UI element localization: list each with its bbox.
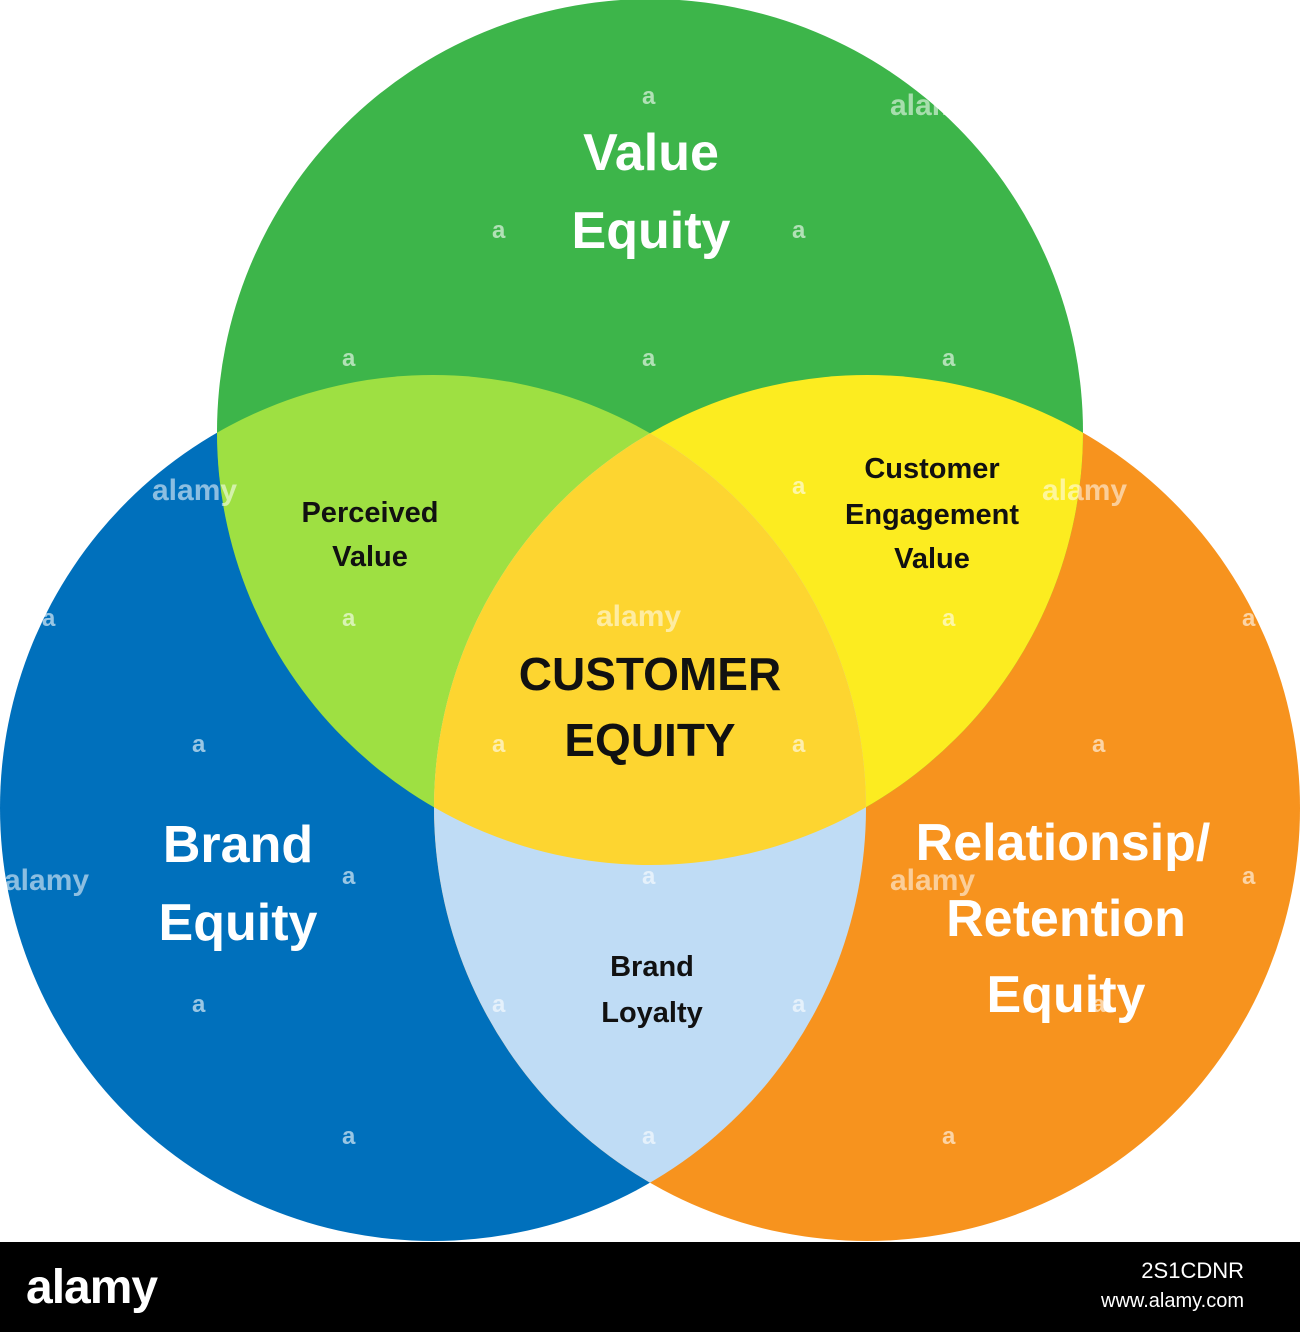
svg-text:a: a	[42, 605, 56, 632]
svg-text:Customer: Customer	[864, 453, 999, 485]
svg-text:a: a	[492, 991, 506, 1018]
svg-text:a: a	[492, 217, 506, 244]
svg-text:a: a	[342, 1123, 356, 1150]
svg-text:a: a	[1092, 991, 1106, 1018]
svg-text:Loyalty: Loyalty	[601, 997, 703, 1029]
svg-text:Value: Value	[332, 541, 408, 573]
svg-text:Equity: Equity	[987, 966, 1146, 1024]
svg-text:Equity: Equity	[159, 894, 318, 952]
brand-equity-label: Brand Equity	[159, 816, 318, 952]
watermarks: alamy alamy alamy alamy alamy alamy a a …	[4, 83, 1256, 1150]
svg-text:a: a	[942, 605, 956, 632]
svg-text:a: a	[792, 991, 806, 1018]
svg-text:a: a	[1242, 863, 1256, 890]
svg-text:a: a	[342, 605, 356, 632]
svg-text:Value: Value	[894, 543, 970, 575]
svg-text:a: a	[792, 473, 806, 500]
svg-text:a: a	[1242, 605, 1256, 632]
svg-text:a: a	[342, 345, 356, 372]
svg-text:a: a	[642, 345, 656, 372]
brand-loyalty-label: Brand Loyalty	[601, 951, 703, 1029]
svg-text:a: a	[1092, 731, 1106, 758]
svg-text:CUSTOMER: CUSTOMER	[519, 648, 781, 700]
value-equity-label: Value Equity	[572, 124, 731, 260]
svg-text:a: a	[492, 731, 506, 758]
svg-text:alamy: alamy	[4, 864, 89, 897]
customer-equity-region	[434, 375, 866, 865]
svg-text:alamy: alamy	[890, 89, 975, 122]
svg-text:Perceived: Perceived	[301, 497, 438, 529]
svg-text:alamy: alamy	[152, 474, 237, 507]
svg-text:alamy: alamy	[1042, 474, 1127, 507]
svg-text:Brand: Brand	[163, 816, 313, 874]
svg-text:a: a	[192, 731, 206, 758]
svg-text:Equity: Equity	[572, 202, 731, 260]
svg-text:EQUITY: EQUITY	[564, 714, 735, 766]
perceived-value-label: Perceived Value	[301, 497, 438, 573]
svg-text:a: a	[942, 1123, 956, 1150]
svg-text:a: a	[642, 863, 656, 890]
svg-text:a: a	[642, 83, 656, 110]
svg-text:a: a	[942, 345, 956, 372]
footer-bar: alamy 2S1CDNR www.alamy.com	[0, 1242, 1300, 1332]
svg-text:alamy: alamy	[890, 864, 975, 897]
svg-text:Engagement: Engagement	[845, 499, 1019, 531]
venn-diagram: alamy alamy alamy alamy alamy alamy a a …	[0, 0, 1300, 1241]
svg-text:a: a	[192, 991, 206, 1018]
svg-text:a: a	[792, 217, 806, 244]
svg-text:Retention: Retention	[946, 890, 1186, 948]
relationship-equity-label: Relationsip/ Retention Equity	[916, 814, 1211, 1024]
svg-text:a: a	[342, 863, 356, 890]
svg-text:alamy: alamy	[596, 600, 681, 633]
svg-text:Brand: Brand	[610, 951, 694, 983]
svg-text:a: a	[642, 1123, 656, 1150]
svg-text:Relationsip/: Relationsip/	[916, 814, 1211, 872]
footer-site: www.alamy.com	[1101, 1290, 1244, 1312]
svg-text:Value: Value	[583, 124, 719, 182]
customer-equity-label: CUSTOMER EQUITY	[519, 648, 781, 766]
svg-text:a: a	[792, 731, 806, 758]
footer-logo: alamy	[26, 1261, 158, 1314]
footer-image-id: 2S1CDNR	[1141, 1258, 1244, 1283]
customer-engagement-value-label: Customer Engagement Value	[845, 453, 1019, 575]
